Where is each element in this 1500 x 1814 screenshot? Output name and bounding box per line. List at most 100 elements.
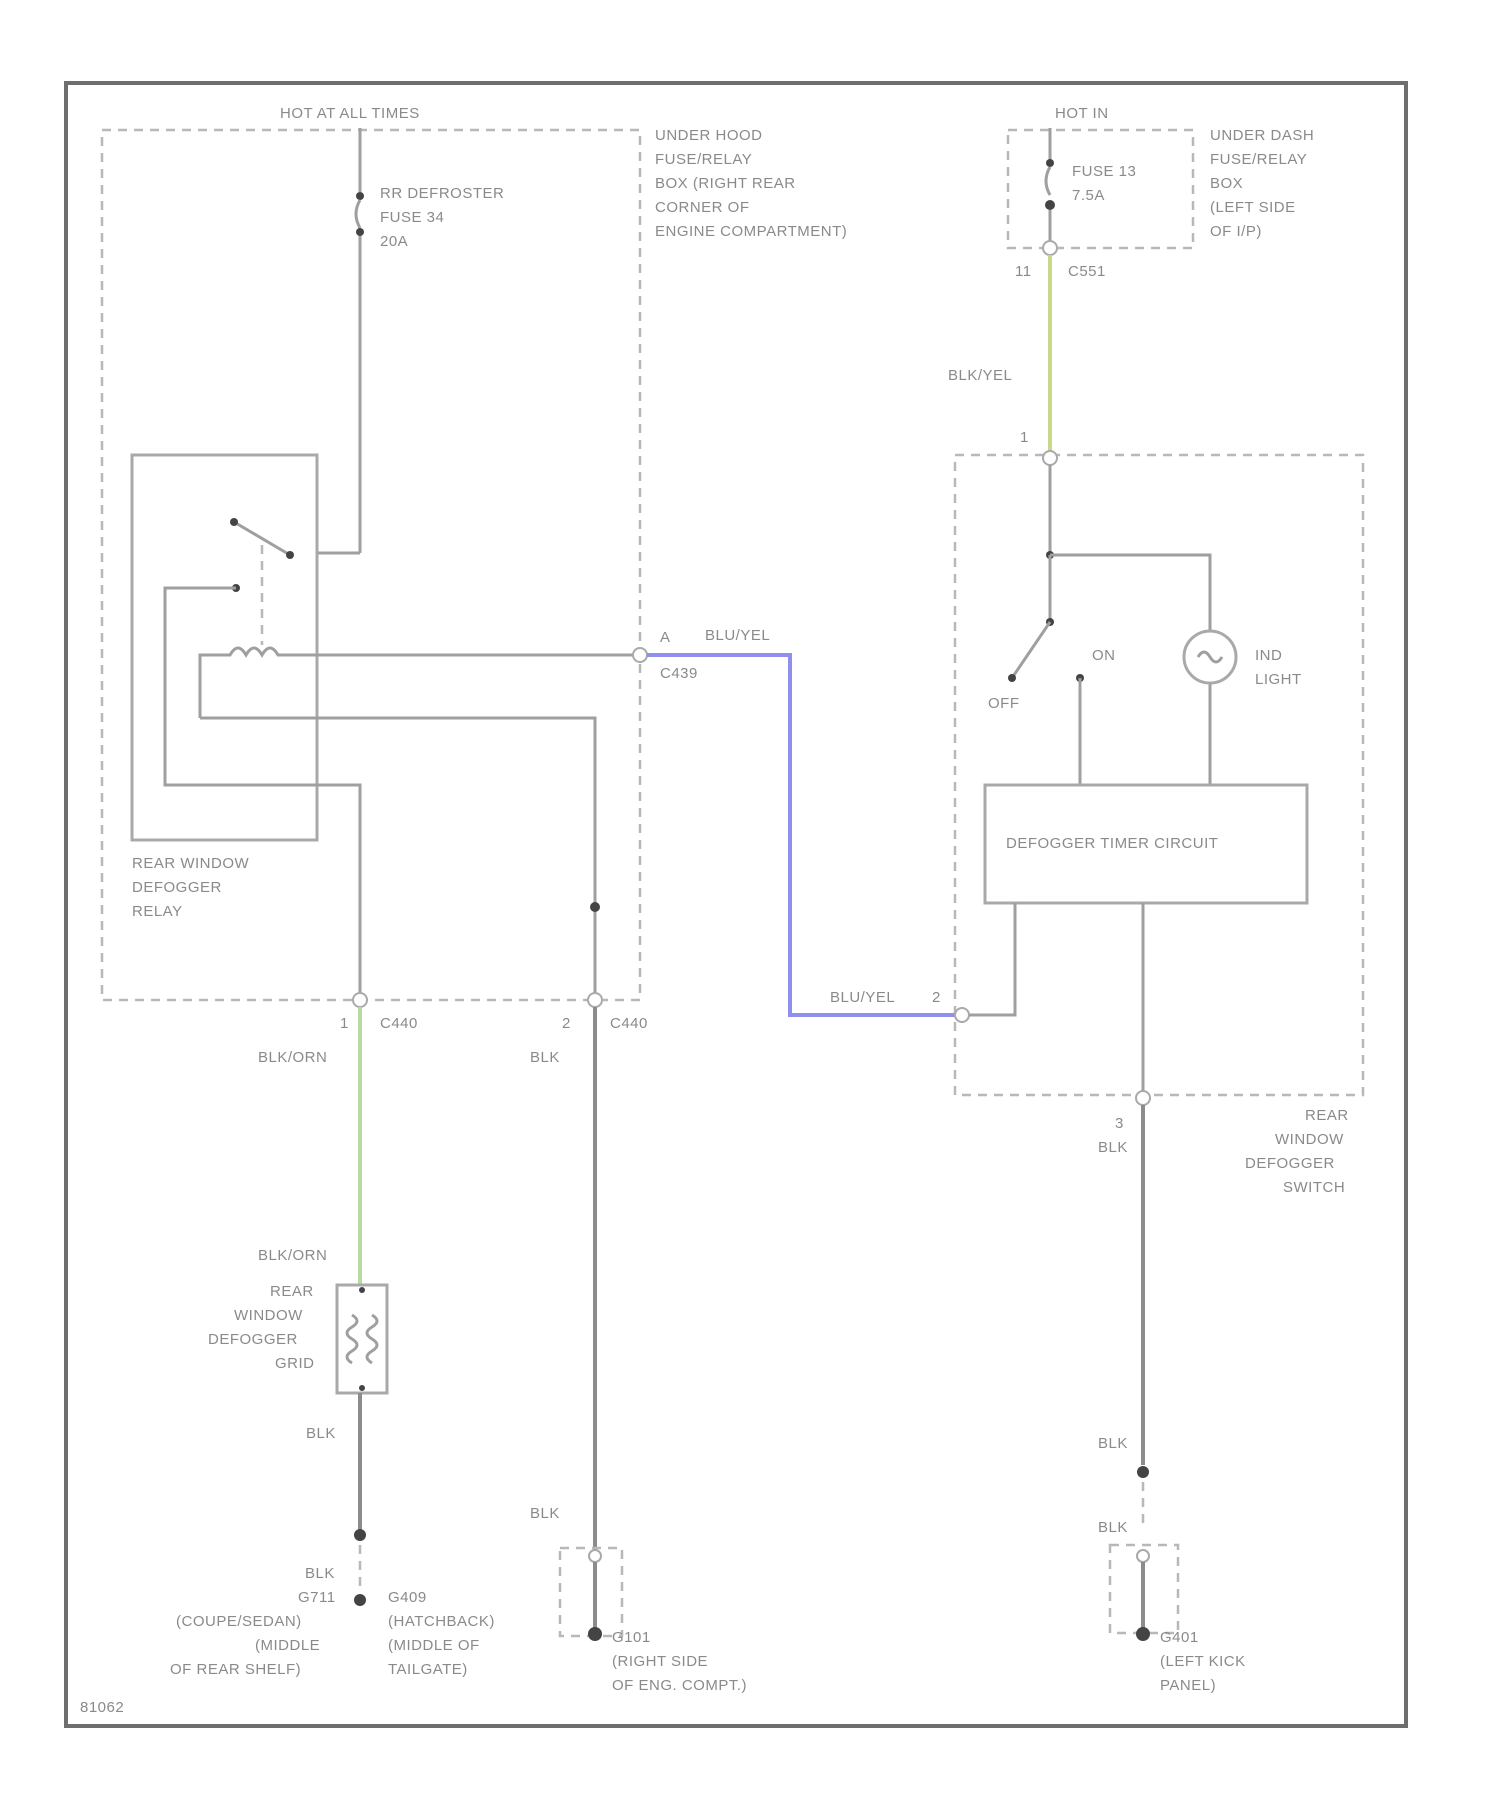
c551-label: C551	[1068, 263, 1106, 280]
c440-pin-1	[353, 993, 367, 1007]
under-dash-box-line4: (LEFT SIDE	[1210, 199, 1296, 216]
g401-line1: G401	[1160, 1629, 1199, 1646]
g401-line2: (LEFT KICK	[1160, 1653, 1246, 1670]
grid-terminal-top	[359, 1287, 365, 1293]
under-dash-box-line2: FUSE/RELAY	[1210, 151, 1307, 168]
fuse13-label-line1: FUSE 13	[1072, 163, 1136, 180]
grid-name-line2: WINDOW	[234, 1307, 303, 1324]
c551-pin-label: 11	[1015, 263, 1032, 280]
g711-line3: (MIDDLE	[255, 1637, 320, 1654]
blk-orn-label-top: BLK/ORN	[258, 1049, 327, 1066]
switch-pin-3-label: 3	[1115, 1115, 1124, 1132]
under-hood-box-line3: BOX (RIGHT REAR	[655, 175, 796, 192]
blu-yel-wire	[647, 655, 955, 1015]
connector-c439-pin-a	[633, 648, 647, 662]
hot-at-all-times-label: HOT AT ALL TIMES	[280, 105, 420, 122]
defogger-relay-box	[132, 455, 317, 840]
c440-mid-label: C440	[610, 1015, 648, 1032]
switch-connector-pin-2	[955, 1008, 969, 1022]
fuse34-element	[356, 200, 360, 228]
g711-line4: OF REAR SHELF)	[170, 1661, 301, 1678]
grid-blk-label: BLK	[306, 1425, 336, 1442]
relay-name-line3: RELAY	[132, 903, 183, 920]
relay-contact-pivot	[230, 518, 238, 526]
fuse34-label-line1: RR DEFROSTER	[380, 185, 504, 202]
switch-name-line1: REAR	[1305, 1107, 1349, 1124]
blu-yel-label-top: BLU/YEL	[705, 627, 770, 644]
fuse13-terminal-top	[1046, 159, 1054, 167]
blk-yel-label: BLK/YEL	[948, 367, 1012, 384]
under-dash-box-line3: BOX	[1210, 175, 1243, 192]
switch-name-line4: SWITCH	[1283, 1179, 1345, 1196]
g401-line3: PANEL)	[1160, 1677, 1216, 1694]
right-blk-label-2: BLK	[1098, 1435, 1128, 1452]
c440-pin-1-label: 1	[340, 1015, 349, 1032]
grid-name-line3: DEFOGGER	[208, 1331, 298, 1348]
c439-label: C439	[660, 665, 698, 682]
fuse34-terminal-bottom	[356, 228, 364, 236]
under-hood-box-line2: FUSE/RELAY	[655, 151, 752, 168]
mid-blk-label-2: BLK	[530, 1505, 560, 1522]
connector-c551	[1043, 241, 1057, 255]
switch-off-contact	[1008, 674, 1016, 682]
switch-connector-pin-1	[1043, 451, 1057, 465]
ind-light-label-line2: LIGHT	[1255, 671, 1302, 688]
relay-name-line2: DEFOGGER	[132, 879, 222, 896]
switch-connector-pin-3	[1136, 1091, 1150, 1105]
right-ground-splice	[1137, 1466, 1149, 1478]
c440-pin-2-label: 2	[562, 1015, 571, 1032]
g409-line4: TAILGATE)	[388, 1661, 468, 1678]
ground-g711-g409	[354, 1594, 366, 1606]
relay-contact-fixed	[286, 551, 294, 559]
switch-blade	[1012, 622, 1050, 678]
grid-terminal-bottom	[359, 1385, 365, 1391]
switch-on-label: ON	[1092, 647, 1116, 664]
under-hood-box-line1: UNDER HOOD	[655, 127, 763, 144]
g101-line2: (RIGHT SIDE	[612, 1653, 708, 1670]
under-hood-box-line4: CORNER OF	[655, 199, 750, 216]
figure-id: 81062	[80, 1699, 124, 1716]
switch-pin-2-label: 2	[932, 989, 941, 1006]
fuse34-label-line2: FUSE 34	[380, 209, 444, 226]
switch-name-line3: DEFOGGER	[1245, 1155, 1335, 1172]
fuse13-element	[1046, 167, 1050, 195]
blu-yel-label-bottom: BLU/YEL	[830, 989, 895, 1006]
fuse13-label-line2: 7.5A	[1072, 187, 1105, 204]
ground-left-blk-label: BLK	[305, 1565, 335, 1582]
under-hood-box-line5: ENGINE COMPARTMENT)	[655, 223, 847, 240]
blk-orn-label-bottom: BLK/ORN	[258, 1247, 327, 1264]
g101-terminal	[589, 1550, 601, 1562]
fuse13-terminal-bottom	[1045, 200, 1055, 210]
g409-line2: (HATCHBACK)	[388, 1613, 495, 1630]
switch-name-line2: WINDOW	[1275, 1131, 1344, 1148]
pin-a-label: A	[660, 629, 671, 646]
grid-name-line4: GRID	[275, 1355, 315, 1372]
defogger-grid-box	[337, 1285, 387, 1393]
under-dash-box-line5: OF I/P)	[1210, 223, 1262, 240]
right-blk-label-3: BLK	[1098, 1519, 1128, 1536]
ind-light-label-line1: IND	[1255, 647, 1282, 664]
g101-line1: G101	[612, 1629, 651, 1646]
g409-line1: G409	[388, 1589, 427, 1606]
c440-left-label: C440	[380, 1015, 418, 1032]
ground-g101	[588, 1627, 602, 1641]
switch-pin-1-label: 1	[1020, 429, 1029, 446]
fuse34-terminal-top	[356, 192, 364, 200]
hot-in-label: HOT IN	[1055, 105, 1109, 122]
g711-line1: G711	[298, 1589, 336, 1606]
relay-ground-splice	[590, 902, 600, 912]
g409-line3: (MIDDLE OF	[388, 1637, 480, 1654]
relay-name-line1: REAR WINDOW	[132, 855, 250, 872]
grid-name-line1: REAR	[270, 1283, 314, 1300]
under-dash-box-line1: UNDER DASH	[1210, 127, 1314, 144]
defogger-timer-circuit-label: DEFOGGER TIMER CIRCUIT	[1006, 835, 1218, 852]
ground-g401	[1136, 1627, 1150, 1641]
g401-terminal	[1137, 1550, 1149, 1562]
c440-pin-2	[588, 993, 602, 1007]
grid-ground-splice	[354, 1529, 366, 1541]
g101-line3: OF ENG. COMPT.)	[612, 1677, 747, 1694]
g711-line2: (COUPE/SEDAN)	[176, 1613, 302, 1630]
mid-blk-label-1: BLK	[530, 1049, 560, 1066]
switch-off-label: OFF	[988, 695, 1020, 712]
